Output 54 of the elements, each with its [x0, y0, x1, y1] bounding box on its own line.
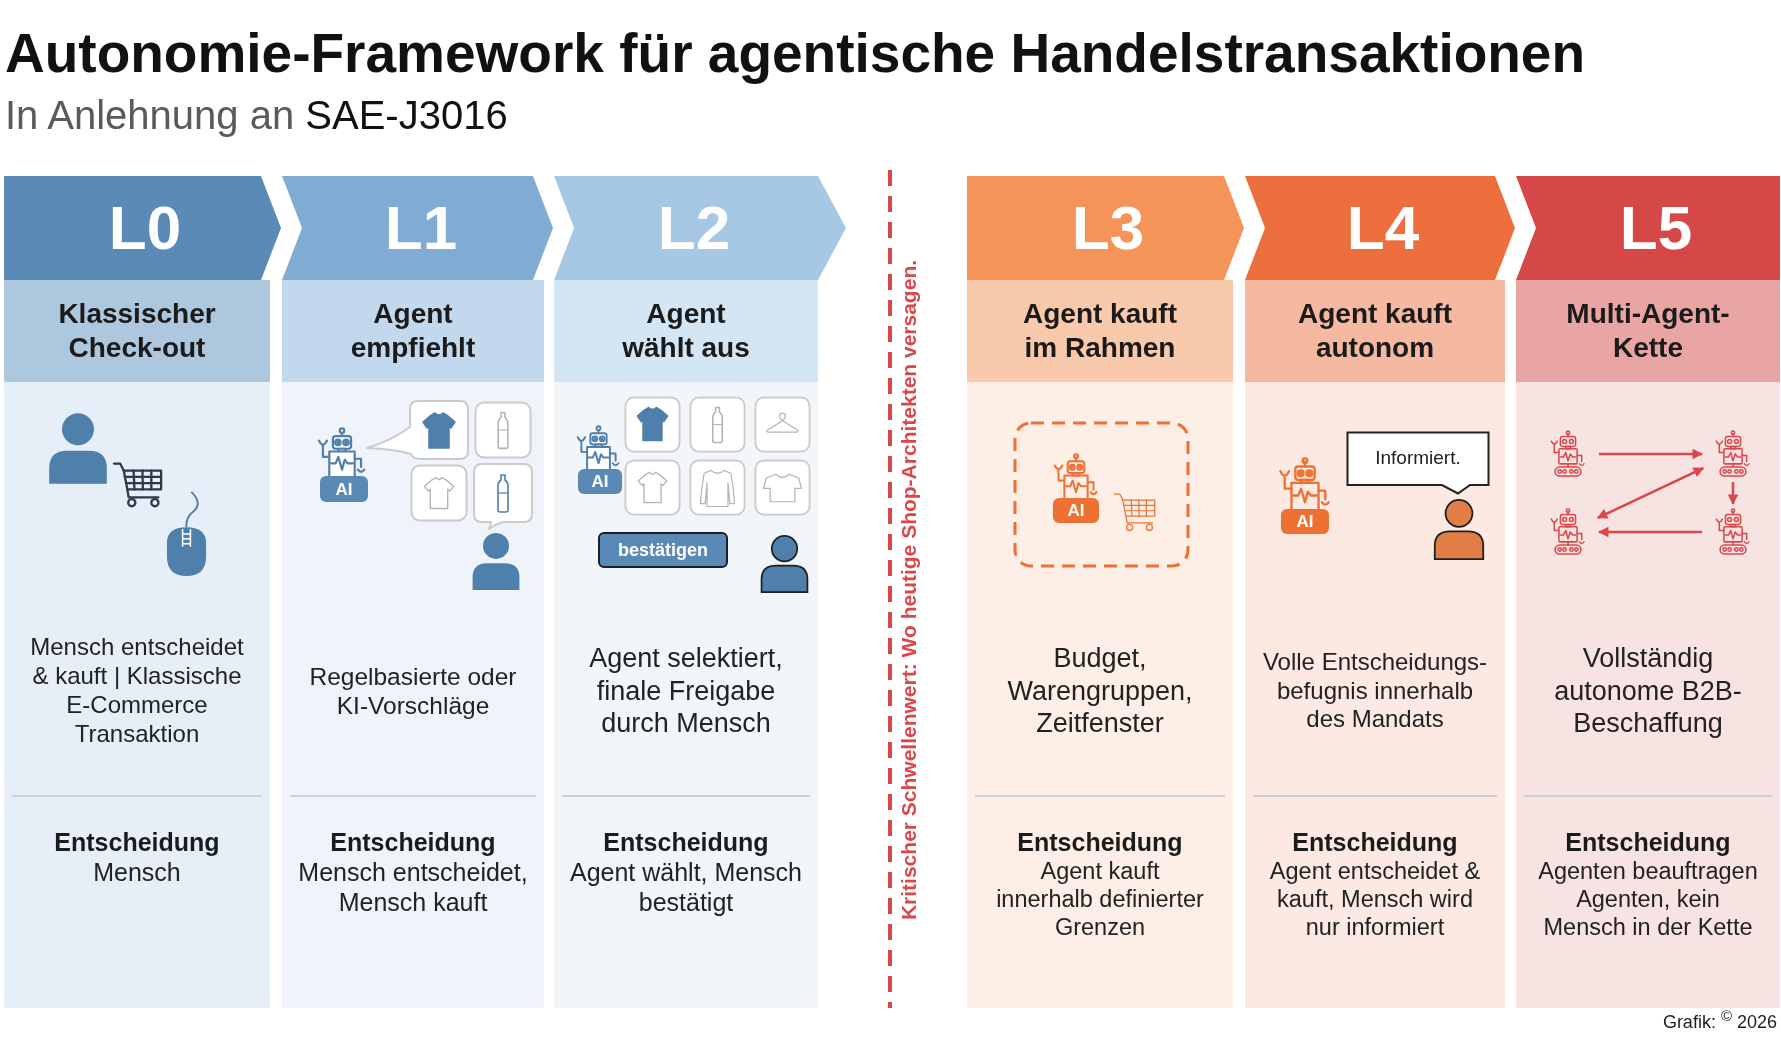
level-heading: Klassischer Check-out — [57, 297, 217, 365]
level-heading: Agent kauft autonom — [1297, 297, 1453, 365]
level-number: L3 — [1071, 197, 1145, 259]
robot-icon — [1714, 429, 1752, 479]
level-number: L4 — [1346, 197, 1420, 259]
level-number: L2 — [657, 197, 731, 259]
ai-tag: AI — [578, 469, 622, 494]
arrow — [1596, 466, 1705, 520]
confirm-button: bestätigen — [598, 532, 728, 568]
level-heading: Agent wählt aus — [621, 297, 751, 365]
ai-tag: AI — [320, 476, 368, 502]
decision-text: Agent kauft innerhalb definierter Grenzen — [995, 857, 1205, 942]
level-description: Agent selektiert, finale Freigabe durch Mensch — [588, 642, 784, 740]
level-column — [554, 176, 846, 1008]
title: Autonomie-Framework für agentische Handelstransaktionen — [5, 22, 1586, 86]
decision-heading: Entscheidung — [54, 827, 220, 857]
arrow — [1727, 482, 1739, 505]
arrow — [1599, 448, 1704, 460]
decision-text: Agent wählt, Mensch bestätigt — [568, 857, 804, 917]
level-description: Budget, Warengruppen, Zeitfenster — [1006, 642, 1194, 740]
ai-tag: AI — [1281, 509, 1329, 534]
decision-heading: Entscheidung — [1292, 827, 1458, 857]
decision-heading: Entscheidung — [603, 827, 769, 857]
level-number: L1 — [384, 197, 458, 259]
level-heading: Multi-Agent-Kette — [1565, 297, 1731, 365]
level-description: Vollständig autonome B2B-Beschaffung — [1553, 642, 1743, 740]
robot-icon — [1549, 429, 1587, 479]
arrow — [1597, 526, 1702, 538]
level-column — [1245, 176, 1515, 1008]
threshold-label: Kritischer Schwellenwert: Wo heutige Shop-Architekten versagen. — [896, 259, 921, 921]
level-number: L0 — [108, 197, 182, 259]
level-heading: Agent kauft im Rahmen — [1022, 297, 1178, 365]
level-description: Volle Entscheidungs-befugnis innerhalb des Mandats — [1261, 647, 1489, 735]
robot-icon — [1714, 507, 1752, 557]
level-column — [282, 176, 553, 1008]
ai-tag: AI — [1053, 498, 1099, 523]
level-heading: Agent empfiehlt — [349, 297, 477, 365]
speech-bubble: Informiert. — [1346, 431, 1490, 495]
decision-text: Agenten beauftragen Agenten, kein Mensch in der Kette — [1537, 857, 1759, 942]
level-description: Regelbasierte oder KI-Vorschläge — [308, 661, 518, 721]
decision-heading: Entscheidung — [330, 827, 496, 857]
level-description: Mensch entscheidet & kauft | Klassische E-Commerce Transaktion — [29, 633, 245, 749]
credit-text: Grafik: $^{©}$ 2026 — [1662, 1007, 1777, 1034]
decision-heading: Entscheidung — [1565, 827, 1731, 857]
decision-heading: Entscheidung — [1017, 827, 1183, 857]
level-column — [967, 176, 1244, 1008]
level-column — [4, 176, 281, 1008]
level-number: L5 — [1619, 197, 1693, 259]
subtitle: In Anlehnung an SAE-J3016 — [5, 92, 508, 138]
decision-text: Mensch entscheidet, Mensch kauft — [297, 857, 529, 917]
decision-text: Agent entscheidet & kauft, Mensch wird nur informiert — [1268, 857, 1482, 942]
robot-icon — [1549, 507, 1587, 557]
level-column — [1516, 176, 1780, 1008]
decision-text: Mensch — [93, 857, 181, 887]
